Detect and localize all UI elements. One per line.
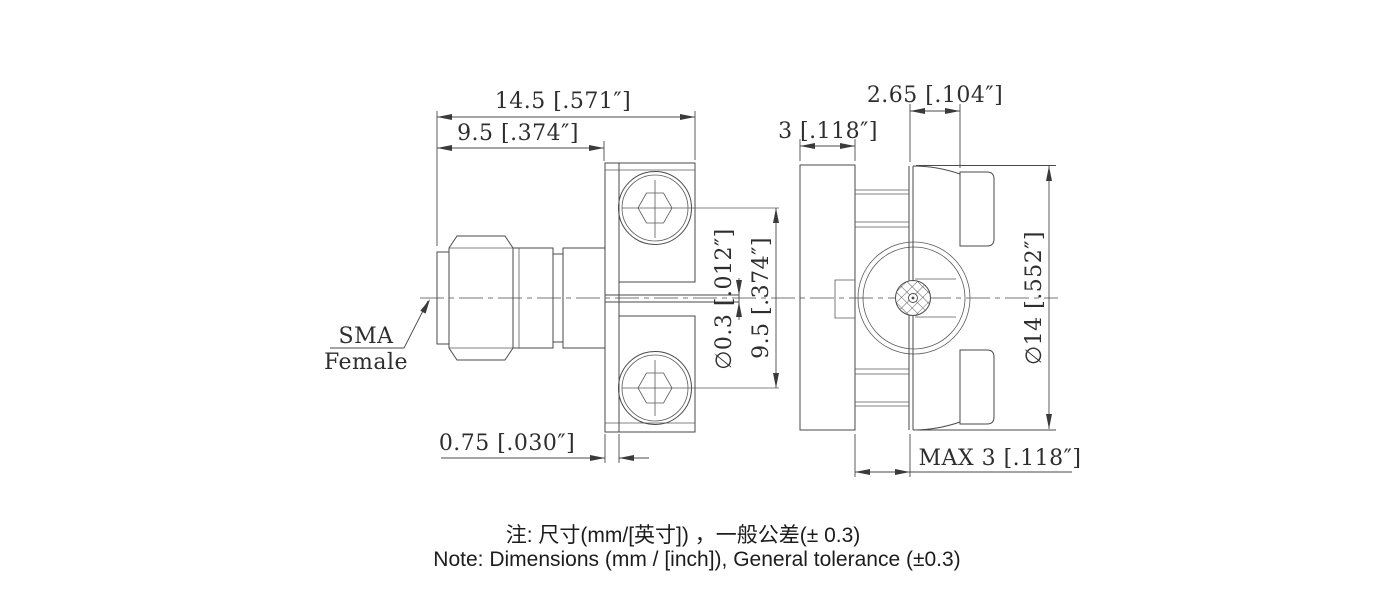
hex-body-circle [857,241,971,355]
dim-pin-diameter-label: ∅0.3 [.012″] [712,228,737,370]
dim-flange-thickness: 0.75 [.030″] [439,431,649,463]
dim-overall-length-label: 14.5 [.571″] [495,89,631,114]
connector-label: SMA Female [324,299,430,375]
knurl-bottom [959,349,995,425]
dim-flange-width: 3 [.118″] [778,119,878,161]
dim-hole-spacing-label: 9.5 [.374″] [749,237,774,359]
lower-screw [618,351,779,425]
dim-hole-spacing: 9.5 [.374″] [749,208,779,388]
right-view-dimensions: 2.65 [.104″] 3 [.118″] ∅14 [.552″] [778,83,1081,477]
dim-nut-diameter-label: ∅14 [.552″] [1022,231,1047,365]
right-view-body [799,164,995,431]
center-pin [605,294,739,303]
left-view-dimensions: 14.5 [.571″] 9.5 [.374″] 0.75 [.030″] ∅0… [324,89,779,463]
notes: 注: 尺寸(mm/[英寸]) ，一般公差(± 0.3) Note: Dimens… [433,524,960,571]
leader-arrow [420,299,430,314]
dim-pin-diameter: ∅0.3 [.012″] [712,228,742,370]
left-view-body [436,162,779,433]
block-edge-lines [855,189,909,407]
dim-nut-diameter: ∅14 [.552″] [916,165,1056,431]
dim-plate-to-nut: 2.65 [.104″] [867,83,1003,168]
dim-body-length: 9.5 [.374″] [437,121,605,161]
connector-label-line2: Female [324,350,408,375]
connector-label-line1: SMA [339,324,395,349]
dim-plate-to-nut-label: 2.65 [.104″] [867,83,1003,108]
note-chinese: 注: 尺寸(mm/[英寸]) ，一般公差(± 0.3) [506,524,861,547]
upper-screw [618,171,779,245]
dim-max-panel: MAX 3 [.118″] [854,434,1082,477]
knurl-top [959,171,995,247]
dim-flange-thickness-label: 0.75 [.030″] [439,431,575,456]
dim-overall-length: 14.5 [.571″] [436,89,696,246]
dim-flange-width-label: 3 [.118″] [778,119,878,144]
dim-body-length-label: 9.5 [.374″] [457,121,579,146]
dim-max-panel-label: MAX 3 [.118″] [919,446,1082,471]
note-english: Note: Dimensions (mm / [inch]), General … [433,548,960,571]
center-contact [895,280,931,316]
